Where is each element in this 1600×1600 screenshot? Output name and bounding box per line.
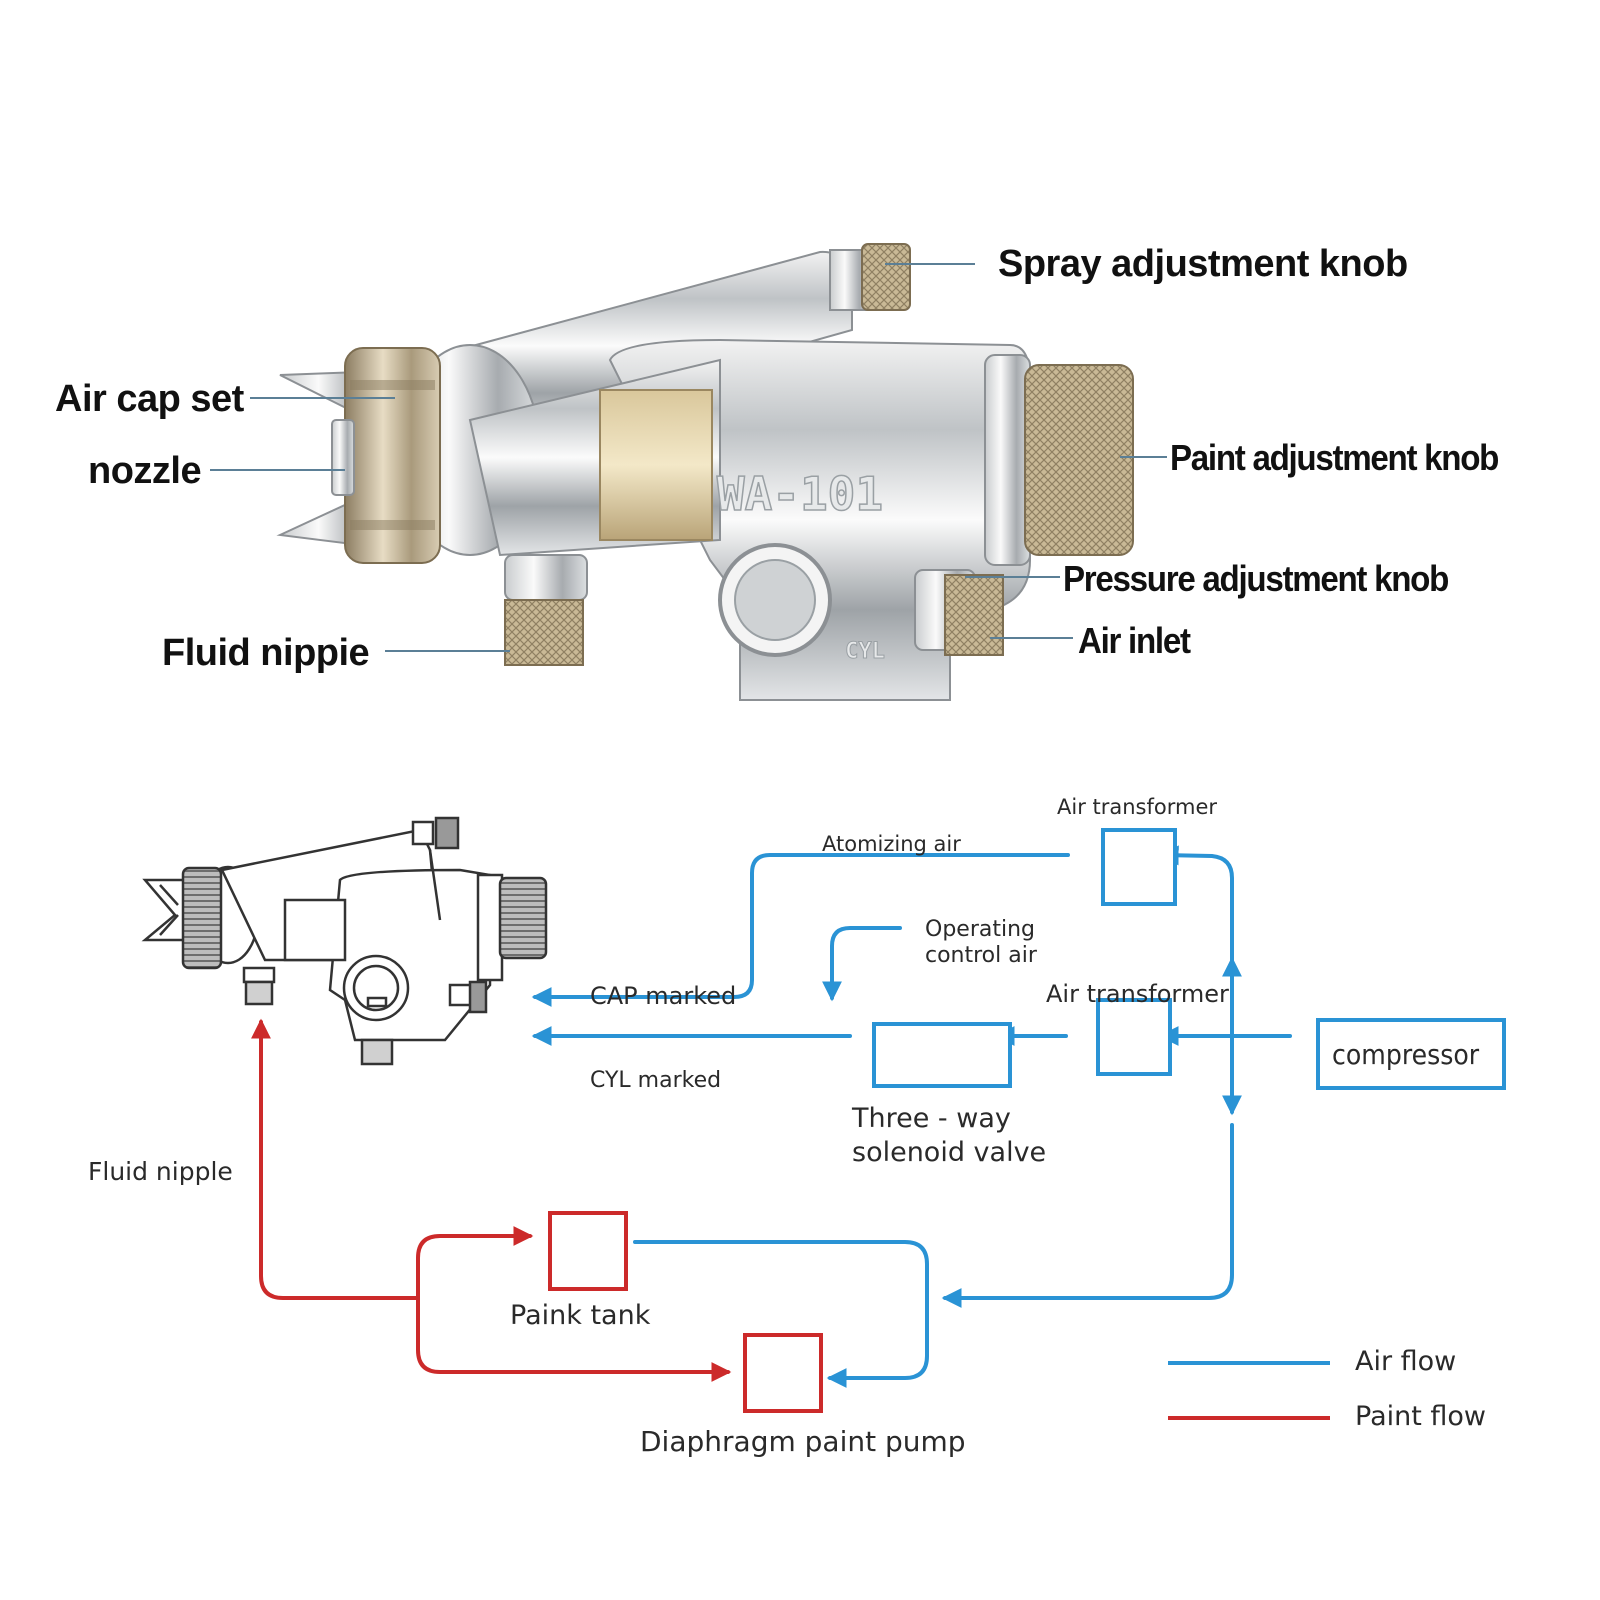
label-atomizing-air: Atomizing air bbox=[822, 832, 961, 856]
legend-paint-flow-label: Paint flow bbox=[1355, 1401, 1487, 1432]
flow-boxes bbox=[548, 828, 1506, 1413]
label-air-cap-set: Air cap set bbox=[55, 378, 244, 420]
callout-leaders bbox=[210, 263, 1167, 652]
port-marking: CYL bbox=[845, 639, 885, 664]
paint-tank-box bbox=[548, 1211, 628, 1291]
trunk-to-pump-loop bbox=[941, 1123, 1234, 1308]
compressor-box bbox=[1316, 1018, 1506, 1090]
solenoid-valve-box bbox=[872, 1022, 1012, 1088]
label-compressor: compressor bbox=[1332, 1038, 1480, 1071]
label-air-transformer-mid: Air transformer bbox=[1046, 980, 1229, 1008]
air-transformer-mid-box bbox=[1096, 998, 1172, 1076]
gold-spacer-block bbox=[599, 389, 713, 541]
label-cyl-marked: CYL marked bbox=[590, 1068, 722, 1093]
paint-adjustment-knob bbox=[1024, 364, 1134, 556]
label-three-way-2: solenoid valve bbox=[852, 1137, 1047, 1168]
label-fluid-nippie: Fluid nippie bbox=[162, 632, 370, 674]
spray-gun-illustration: WA-101 CYL bbox=[276, 243, 1134, 701]
legend-air-flow-label: Air flow bbox=[1355, 1346, 1457, 1377]
paint-tank-branch bbox=[416, 1226, 534, 1300]
air-transformer-top-box bbox=[1101, 828, 1177, 906]
paint-pump-box bbox=[743, 1333, 823, 1413]
nozzle-face bbox=[331, 419, 355, 496]
label-cap-marked: CAP marked bbox=[590, 982, 737, 1010]
gun-line-art bbox=[141, 816, 548, 1066]
label-air-inlet: Air inlet bbox=[1078, 620, 1191, 661]
label-air-transformer-top: Air transformer bbox=[1057, 795, 1218, 819]
paint-pump-branch bbox=[416, 1296, 732, 1382]
legend bbox=[1168, 1361, 1330, 1420]
label-paint-adjustment-knob: Paint adjustment knob bbox=[1170, 437, 1499, 478]
label-paint-tank: Paink tank bbox=[510, 1300, 651, 1331]
air-inlet-fitting bbox=[944, 574, 1004, 656]
label-pressure-adjustment-knob: Pressure adjustment knob bbox=[1063, 558, 1449, 599]
fluid-nipple-fitting bbox=[504, 599, 584, 666]
label-operating-control-air-1: Operating bbox=[925, 917, 1035, 942]
paint-flow-lines bbox=[251, 1018, 732, 1382]
label-diaphragm-pump: Diaphragm paint pump bbox=[640, 1425, 966, 1458]
air-flow-lines bbox=[531, 845, 1292, 1388]
model-marking: WA-101 bbox=[717, 467, 883, 521]
label-nozzle: nozzle bbox=[88, 450, 202, 492]
label-operating-control-air-2: control air bbox=[925, 943, 1037, 968]
label-spray-adjustment-knob: Spray adjustment knob bbox=[998, 243, 1408, 285]
operating-control-air-line bbox=[822, 926, 902, 1002]
paint-to-gun-line bbox=[251, 1018, 420, 1300]
trunk-to-top-transformer bbox=[1158, 845, 1234, 962]
label-three-way-1: Three - way bbox=[852, 1103, 1011, 1134]
label-fluid-nipple: Fluid nipple bbox=[88, 1157, 233, 1186]
pump-loop bbox=[633, 1240, 929, 1388]
spray-adjustment-knob bbox=[861, 243, 911, 311]
atomizing-air-line bbox=[531, 853, 1070, 1007]
